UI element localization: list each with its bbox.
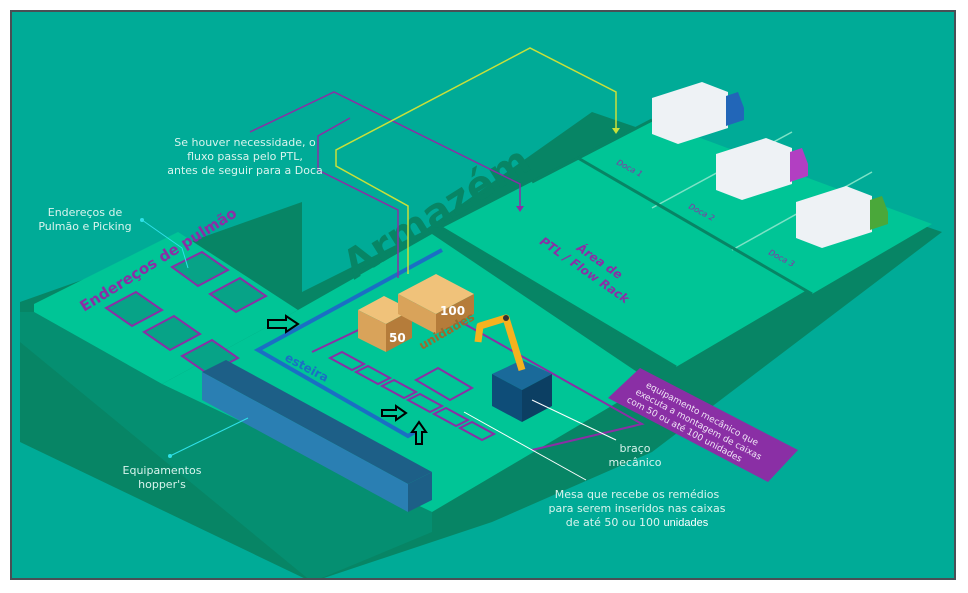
dock-area: [578, 120, 932, 294]
callout-table-line: Mesa que recebe os remédios: [554, 488, 720, 501]
callout-robot-arm: braço mecânico: [600, 442, 670, 470]
box-100-label: 100: [440, 304, 465, 318]
callout-ptl-flow-line: fluxo passa pelo PTL,: [187, 150, 303, 163]
callout-buffer-line: Endereços de: [47, 206, 123, 219]
flow-arrow-up: [410, 420, 428, 445]
leader-hoppers: [169, 417, 249, 457]
callout-table-line: de até 50 ou 100 unidades: [542, 516, 732, 530]
callout-ptl-flow-line: Se houver necessidade, o: [174, 136, 316, 149]
truck-dock-2: [716, 138, 808, 200]
flow-arrow-right-top: [267, 314, 300, 334]
leader-table: [463, 411, 587, 481]
flow-line-purple-to-box: [317, 117, 399, 278]
callout-ptl-flow: Se houver necessidade, o fluxo passa pel…: [160, 136, 330, 178]
callout-buffer-line: Pulmão e Picking: [38, 220, 132, 233]
ptl-area: [442, 158, 807, 367]
callout-table-prefix: de até 50 ou 100: [565, 516, 661, 529]
robot-description-banner: equipamento mecânico que executa a monta…: [608, 368, 798, 482]
truck-dock-3: [796, 186, 888, 248]
callout-table: Mesa que recebe os remédios para serem i…: [542, 488, 732, 530]
warehouse-diagram: Armazém Endereços de pulmão esteira: [10, 10, 956, 580]
flow-line-ptl: [249, 91, 521, 208]
leader-buffer: [141, 219, 189, 269]
main-platform: [162, 234, 652, 512]
robot-arm: [474, 314, 552, 422]
callout-buffer-picking: Endereços de Pulmão e Picking: [30, 206, 140, 234]
callout-robot-line: mecânico: [608, 456, 662, 469]
buffer-platform: [34, 232, 298, 384]
callout-robot-line: braço: [619, 442, 651, 455]
hopper-row: [202, 360, 432, 512]
callout-hoppers-line: hopper's: [138, 478, 186, 491]
callout-hoppers: Equipamentos hopper's: [112, 464, 212, 492]
flow-arrow-right-bottom: [381, 404, 408, 422]
callout-table-suffix: unidades: [663, 517, 709, 529]
box-100: 100: [398, 274, 474, 334]
callout-table-line: para serem inseridos nas caixas: [548, 502, 726, 515]
flow-line-dock: [335, 47, 617, 274]
truck-dock-1: [652, 82, 744, 144]
box-50-label: 50: [389, 331, 406, 345]
callout-ptl-flow-line: antes de seguir para a Doca: [167, 164, 323, 177]
callout-hoppers-line: Equipamentos: [122, 464, 202, 477]
leader-robot: [531, 399, 617, 441]
box-50: 50: [358, 296, 412, 352]
